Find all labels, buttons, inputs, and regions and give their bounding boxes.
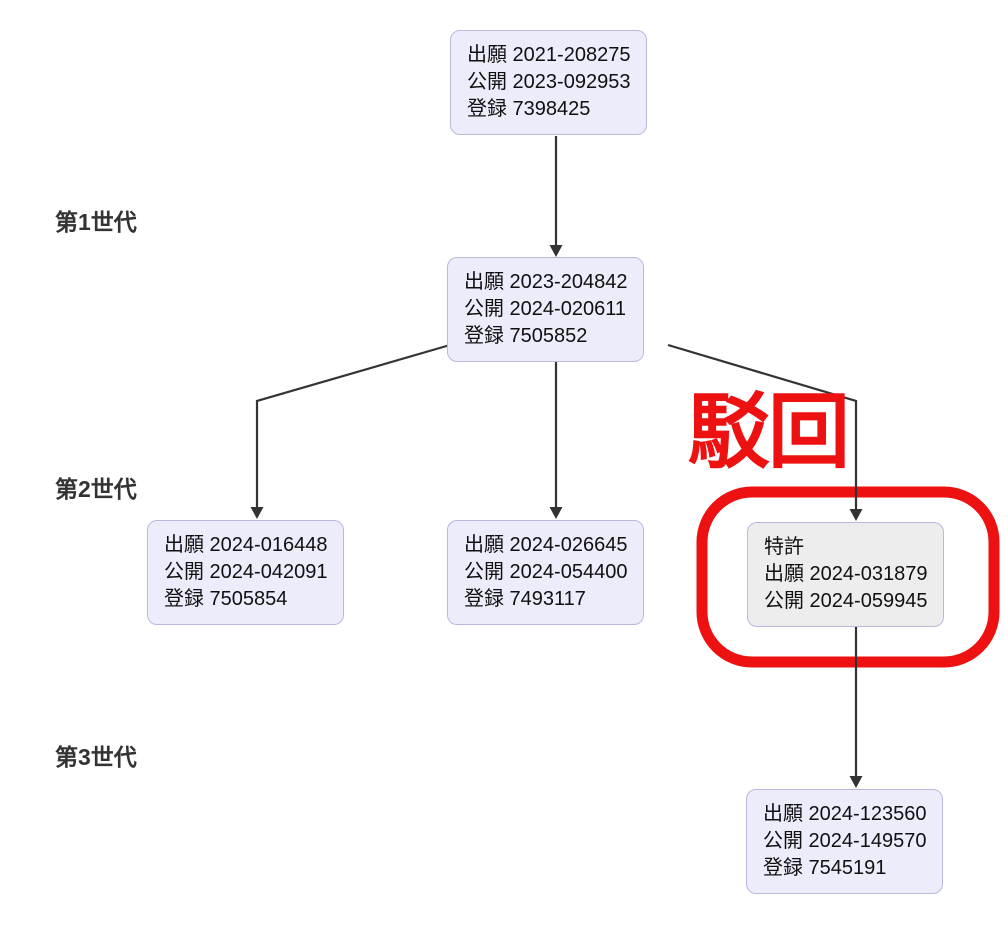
generation-3-label: 第3世代 — [55, 744, 137, 770]
application-number: 出願 2024-026645 — [464, 534, 628, 556]
patent-node-gen1: 出願 2023-204842 公開 2024-020611 登録 7505852 — [447, 257, 645, 362]
arrowhead — [849, 509, 863, 521]
patent-node-root: 出願 2021-208275 公開 2023-092953 登録 7398425 — [450, 30, 648, 135]
registration-number: 登録 7505852 — [464, 325, 588, 347]
rejection-annotation-text: 駁回 — [688, 387, 850, 478]
arrowhead — [549, 245, 563, 257]
patent-node-gen3: 出願 2024-123560 公開 2024-149570 登録 7545191 — [746, 789, 944, 894]
arrowhead — [549, 507, 563, 519]
publication-number: 公開 2024-054400 — [464, 561, 628, 583]
application-number: 出願 2021-208275 — [467, 44, 631, 66]
registration-number: 登録 7398425 — [467, 98, 591, 120]
rejection-highlight-circle — [696, 486, 1000, 668]
patent-node-gen2-left: 出願 2024-016448 公開 2024-042091 登録 7505854 — [147, 520, 345, 625]
application-number: 出願 2024-123560 — [763, 803, 927, 825]
application-number: 出願 2024-031879 — [764, 563, 928, 585]
publication-number: 公開 2024-059945 — [764, 590, 928, 612]
edge-gen1-to-gen2-left — [255, 343, 451, 508]
patent-node-gen2-right-rejected: 特許 出願 2024-031879 公開 2024-059945 — [747, 522, 945, 627]
application-number: 出願 2024-016448 — [164, 534, 328, 556]
patent-type-label: 特許 — [764, 536, 804, 558]
registration-number: 登録 7505854 — [164, 588, 288, 610]
arrowhead — [250, 507, 264, 519]
generation-2-label: 第2世代 — [55, 476, 137, 502]
arrowhead — [849, 776, 863, 788]
patent-node-gen2-middle: 出願 2024-026645 公開 2024-054400 登録 7493117 — [447, 520, 645, 625]
publication-number: 公開 2024-149570 — [763, 830, 927, 852]
publication-number: 公開 2024-020611 — [464, 298, 626, 320]
publication-number: 公開 2024-042091 — [164, 561, 328, 583]
generation-1-label: 第1世代 — [55, 209, 137, 235]
edge-gen1-to-gen2-right — [667, 343, 858, 510]
publication-number: 公開 2023-092953 — [467, 71, 631, 93]
application-number: 出願 2023-204842 — [464, 271, 628, 293]
registration-number: 登録 7545191 — [763, 857, 887, 879]
registration-number: 登録 7493117 — [464, 588, 586, 610]
